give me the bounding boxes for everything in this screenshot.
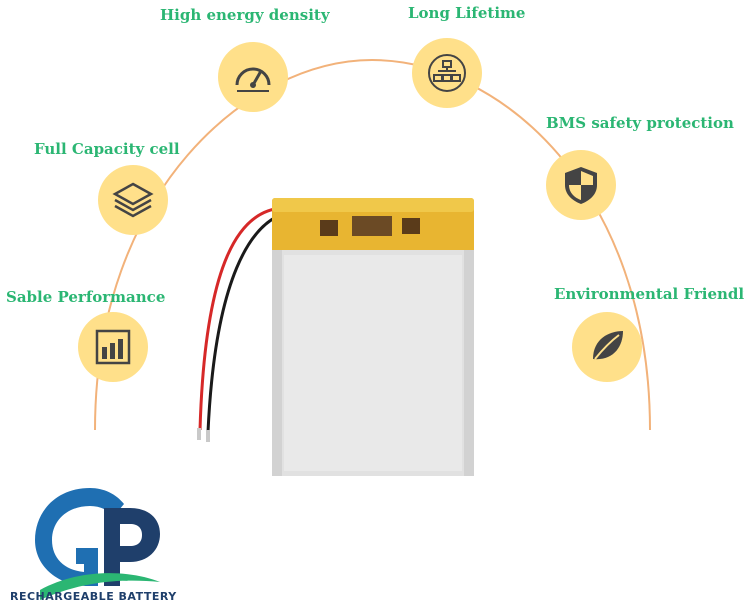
badge-long-lifetime <box>412 38 482 108</box>
badge-high-energy-density <box>218 42 288 112</box>
brand-logo <box>35 488 160 600</box>
layers-icon <box>112 182 154 218</box>
feature-label-high-energy-density: High energy density <box>160 6 330 24</box>
hierarchy-refresh-icon <box>428 54 466 92</box>
feature-label-sable-performance: Sable Performance <box>6 288 166 306</box>
leaf-icon <box>593 331 623 360</box>
shield-icon <box>565 167 597 204</box>
feature-label-long-lifetime: Long Lifetime <box>408 4 526 22</box>
badge-environmental-friendly <box>572 312 642 382</box>
feature-label-full-capacity-cell: Full Capacity cell <box>34 140 180 158</box>
feature-label-environmental-friendly: Environmental Friendly <box>554 285 744 303</box>
gauge-icon <box>235 67 271 92</box>
badge-sable-performance <box>78 312 148 382</box>
logo-tagline: RECHARGEABLE BATTERY <box>10 590 177 603</box>
badge-full-capacity-cell <box>98 165 168 235</box>
badge-bms-safety-protection <box>546 150 616 220</box>
bar-chart-icon <box>95 329 131 365</box>
feature-label-bms-safety-protection: BMS safety protection <box>546 114 734 132</box>
